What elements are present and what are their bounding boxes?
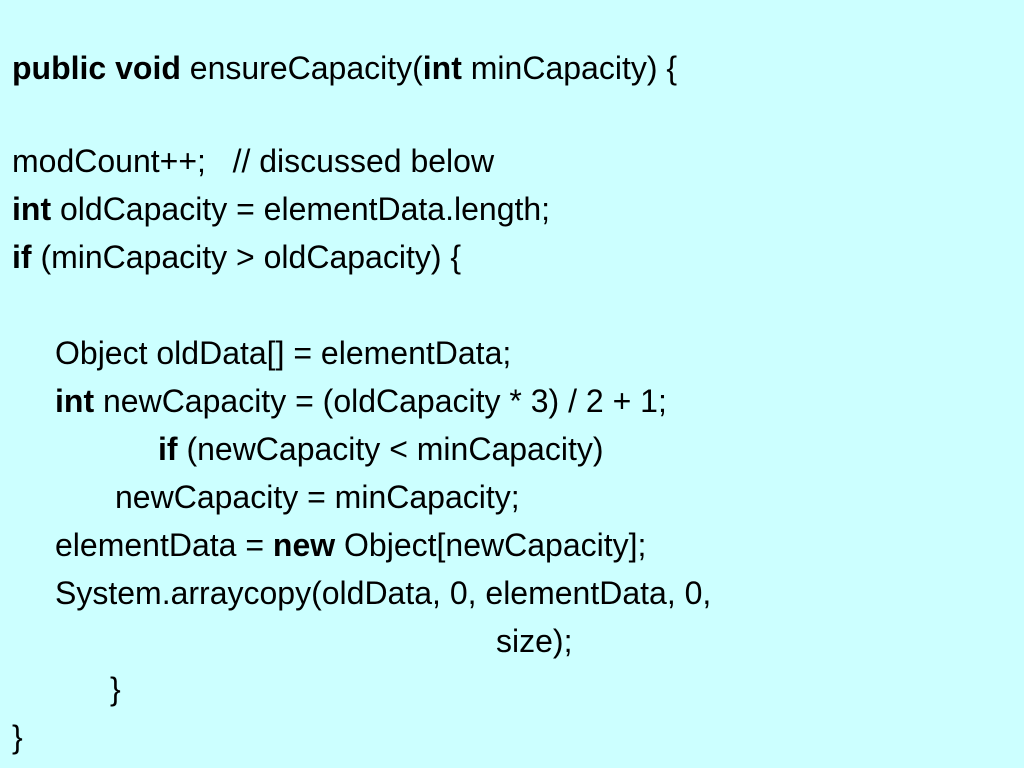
code-text: modCount++; // discussed below <box>12 143 495 179</box>
code-text: Object[newCapacity]; <box>335 527 647 563</box>
code-line-modcount: modCount++; // discussed below <box>12 141 494 181</box>
code-line-method-signature: public void ensureCapacity(int minCapaci… <box>12 48 677 88</box>
code-text: newCapacity = minCapacity; <box>115 479 520 515</box>
code-line-new-capacity: int newCapacity = (oldCapacity * 3) / 2 … <box>55 381 667 421</box>
code-text: } <box>110 671 121 707</box>
code-line-close-if-brace: } <box>110 669 121 709</box>
code-line-old-data: Object oldData[] = elementData; <box>55 333 511 373</box>
code-line-close-method-brace: } <box>12 717 23 757</box>
code-text: (newCapacity < minCapacity) <box>177 431 604 467</box>
code-line-assign-min-capacity: newCapacity = minCapacity; <box>115 477 520 517</box>
keyword-int: int <box>55 383 95 419</box>
keyword-if: if <box>158 431 178 467</box>
code-text: Object oldData[] = elementData; <box>55 335 512 371</box>
code-text: } <box>12 719 23 755</box>
code-line-arraycopy: System.arraycopy(oldData, 0, elementData… <box>55 573 711 613</box>
code-line-arraycopy-continued: size); <box>496 621 572 661</box>
code-line-element-data-new: elementData = new Object[newCapacity]; <box>55 525 646 565</box>
code-text: System.arraycopy(oldData, 0, elementData… <box>55 575 712 611</box>
code-text: elementData = <box>55 527 273 563</box>
code-text: size); <box>496 623 573 659</box>
keyword-int: int <box>422 50 462 86</box>
keyword-new: new <box>272 527 336 563</box>
keyword-public-void: public void <box>12 50 181 86</box>
code-line-if-new-capacity: if (newCapacity < minCapacity) <box>158 429 603 469</box>
code-text: (minCapacity > oldCapacity) { <box>31 239 462 275</box>
code-text: oldCapacity = elementData.length; <box>51 191 551 227</box>
keyword-int: int <box>12 191 52 227</box>
code-text: ensureCapacity( <box>180 50 423 86</box>
keyword-if: if <box>12 239 32 275</box>
code-text: minCapacity) { <box>461 50 678 86</box>
code-line-old-capacity: int oldCapacity = elementData.length; <box>12 189 550 229</box>
code-line-if-condition: if (minCapacity > oldCapacity) { <box>12 237 461 277</box>
code-text: newCapacity = (oldCapacity * 3) / 2 + 1; <box>94 383 667 419</box>
